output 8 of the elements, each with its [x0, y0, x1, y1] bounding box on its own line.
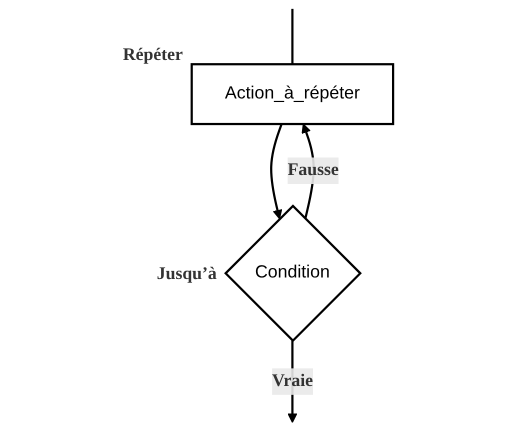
edge-label: Vraie: [272, 372, 314, 390]
connector: [291, 8, 294, 64]
arrow: [270, 124, 283, 220]
edge-label: Fausse: [288, 160, 339, 180]
node-diamond: Condition: [224, 204, 362, 342]
node-box: Action_à_répéter: [190, 63, 394, 126]
node-caption: Jusqu’à: [156, 262, 217, 283]
node-caption: Répéter: [122, 44, 183, 64]
